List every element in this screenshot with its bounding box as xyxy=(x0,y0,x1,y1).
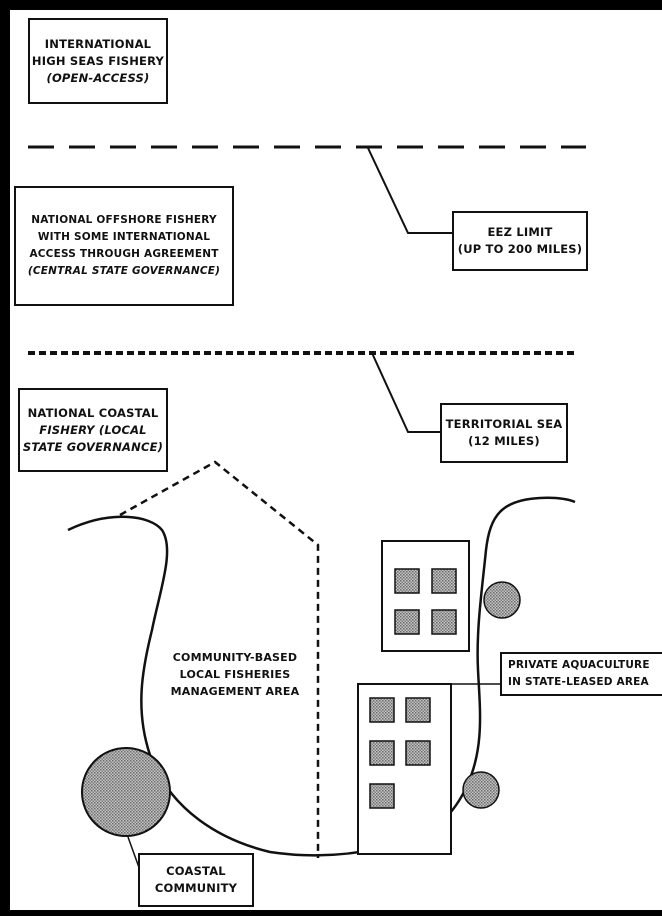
aquaculture-pen xyxy=(394,609,420,635)
territorial-sea-label: Territorial sea (12 miles) xyxy=(440,403,568,463)
aquaculture-cage xyxy=(462,771,500,809)
aquaculture-line1: Private aquaculture xyxy=(508,659,650,671)
diagram-lines xyxy=(28,145,586,874)
aquaculture-label: Private aquaculture in state-leased area xyxy=(500,652,662,696)
aquaculture-pen xyxy=(431,609,457,635)
offshore-line4: (central state governance) xyxy=(27,265,221,277)
coastal-line1: National coastal xyxy=(27,405,159,420)
community-name-line1: Coastal xyxy=(166,864,226,878)
community-name-line2: community xyxy=(154,881,238,895)
aquaculture-pen xyxy=(369,783,395,809)
aquaculture-pen xyxy=(431,568,457,594)
eez-line2: (up to 200 miles) xyxy=(457,242,583,256)
aquaculture-pen xyxy=(405,697,431,723)
eez-line1: EEZ limit xyxy=(487,225,553,239)
diagram-canvas: International high seas fishery (open-ac… xyxy=(10,10,662,910)
territorial-line1: Territorial sea xyxy=(445,417,563,431)
aquaculture-pen xyxy=(394,568,420,594)
high-seas-line1: International xyxy=(44,36,152,51)
community-area-boundary xyxy=(119,460,320,858)
coastal-fishery-label: National coastal fishery (local state go… xyxy=(18,388,168,472)
eez-limit-label: EEZ limit (up to 200 miles) xyxy=(452,211,588,271)
community-line2: local fisheries xyxy=(179,667,291,681)
coastal-community-label: Coastal community xyxy=(138,853,254,907)
aquaculture-pen xyxy=(405,740,431,766)
community-line3: management area xyxy=(170,684,300,698)
community-area-label: Community-based local fisheries manageme… xyxy=(165,644,305,704)
high-seas-label: International high seas fishery (open-ac… xyxy=(28,18,168,104)
aquaculture-cage xyxy=(483,581,521,619)
territorial-leader-line xyxy=(371,352,442,433)
eez-leader-line xyxy=(367,147,454,234)
high-seas-line3: (open-access) xyxy=(46,70,150,85)
community-line1: Community-based xyxy=(172,650,298,664)
offshore-line1: National offshore fishery xyxy=(31,214,217,226)
aquaculture-pen xyxy=(369,697,395,723)
aquaculture-pen xyxy=(369,740,395,766)
offshore-fishery-label: National offshore fishery with some inte… xyxy=(14,186,234,306)
territorial-line2: (12 miles) xyxy=(468,434,540,448)
coastal-line3: state governance) xyxy=(22,439,164,454)
offshore-line2: with some international xyxy=(37,231,211,243)
high-seas-line2: high seas fishery xyxy=(31,53,165,68)
offshore-line3: access through agreement xyxy=(29,248,219,260)
coastal-community-circle xyxy=(81,747,171,837)
aquaculture-line2: in state-leased area xyxy=(508,676,649,688)
coastal-line2: fishery (local xyxy=(39,422,147,437)
